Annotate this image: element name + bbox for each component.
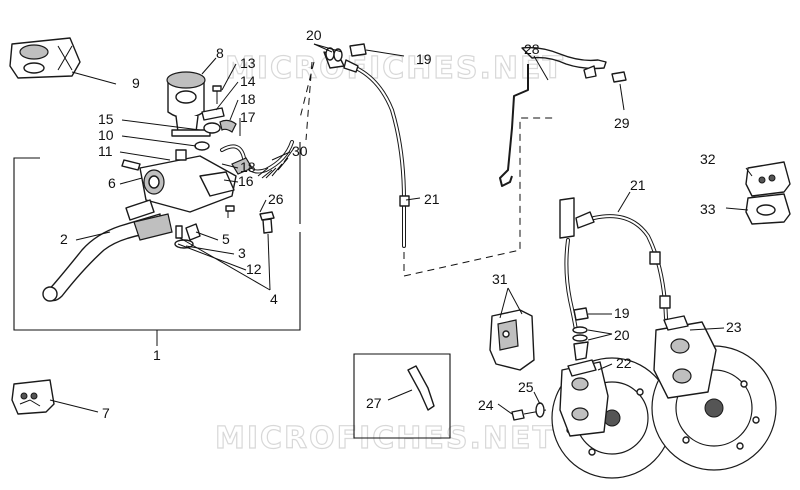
watermark-top: MICROFICHES.NET xyxy=(225,51,565,86)
banjo-bolt-lower-part xyxy=(572,307,589,361)
callout-18-top: 18 xyxy=(240,91,256,107)
brake-hose-upper-part xyxy=(323,51,410,248)
callout-leader-lines xyxy=(49,43,753,415)
callout-14: 14 xyxy=(240,73,256,89)
callout-32: 32 xyxy=(700,151,716,167)
switch-screw-26-part xyxy=(225,205,275,234)
brake-caliper-left-part xyxy=(559,359,609,437)
brake-lever-part xyxy=(42,199,173,302)
screw-13-part xyxy=(212,85,222,104)
reservoir-cap-kit-part xyxy=(9,37,81,79)
callout-25: 25 xyxy=(518,379,534,395)
assembly-1-frame xyxy=(13,142,301,331)
kit-32-part xyxy=(745,161,791,197)
callout-19-lower: 19 xyxy=(614,305,630,321)
brake-caliper-right-part xyxy=(653,315,717,399)
callout-8: 8 xyxy=(216,45,224,61)
connection-lines-top xyxy=(299,61,556,277)
callout-5: 5 xyxy=(222,231,230,247)
kit-33-part xyxy=(745,193,791,225)
callout-4: 4 xyxy=(270,291,278,307)
master-cylinder-body-part xyxy=(121,149,253,213)
callout-26: 26 xyxy=(268,191,284,207)
callout-28: 28 xyxy=(524,41,540,57)
callout-3: 3 xyxy=(238,245,246,261)
bolt-29-part xyxy=(611,71,627,83)
master-cylinder-repair-kit-part xyxy=(11,379,55,415)
callout-21-upper: 21 xyxy=(424,191,440,207)
callout-30: 30 xyxy=(292,143,308,159)
callout-20-lower: 20 xyxy=(614,327,630,343)
callout-29: 29 xyxy=(614,115,630,131)
brake-line-28-part xyxy=(499,46,607,187)
callout-24: 24 xyxy=(478,397,494,413)
callout-11: 11 xyxy=(98,143,113,159)
callout-21-lower: 21 xyxy=(630,177,646,193)
callout-1: 1 xyxy=(153,347,161,363)
reservoir-hose-part xyxy=(220,140,295,179)
callout-15: 15 xyxy=(98,111,114,127)
callout-17: 17 xyxy=(240,109,256,125)
callout-20-top: 20 xyxy=(306,27,322,43)
callout-13: 13 xyxy=(240,55,256,71)
callout-16: 16 xyxy=(238,173,254,189)
banjo-bolt-top-part xyxy=(325,43,405,62)
callout-31: 31 xyxy=(492,271,508,287)
callout-18-mid: 18 xyxy=(240,159,256,175)
callout-6: 6 xyxy=(108,175,116,191)
part-27-box xyxy=(353,353,451,439)
caliper-bolt-part xyxy=(511,402,547,421)
callout-27: 27 xyxy=(366,395,382,411)
brake-hose-lower-part xyxy=(559,197,671,332)
callout-12: 12 xyxy=(246,261,262,277)
callout-10: 10 xyxy=(98,127,114,143)
callout-9: 9 xyxy=(132,75,140,91)
callout-22: 22 xyxy=(616,355,632,371)
callout-19-top: 19 xyxy=(416,51,432,67)
brake-pads-part xyxy=(489,309,535,371)
callout-23: 23 xyxy=(726,319,742,335)
callout-labels: 1 2 3 4 5 6 7 8 9 10 11 12 13 14 15 16 1… xyxy=(60,27,742,421)
callout-33: 33 xyxy=(700,201,716,217)
callout-7: 7 xyxy=(102,405,110,421)
callout-2: 2 xyxy=(60,231,68,247)
reservoir-clamp-parts xyxy=(194,107,237,151)
